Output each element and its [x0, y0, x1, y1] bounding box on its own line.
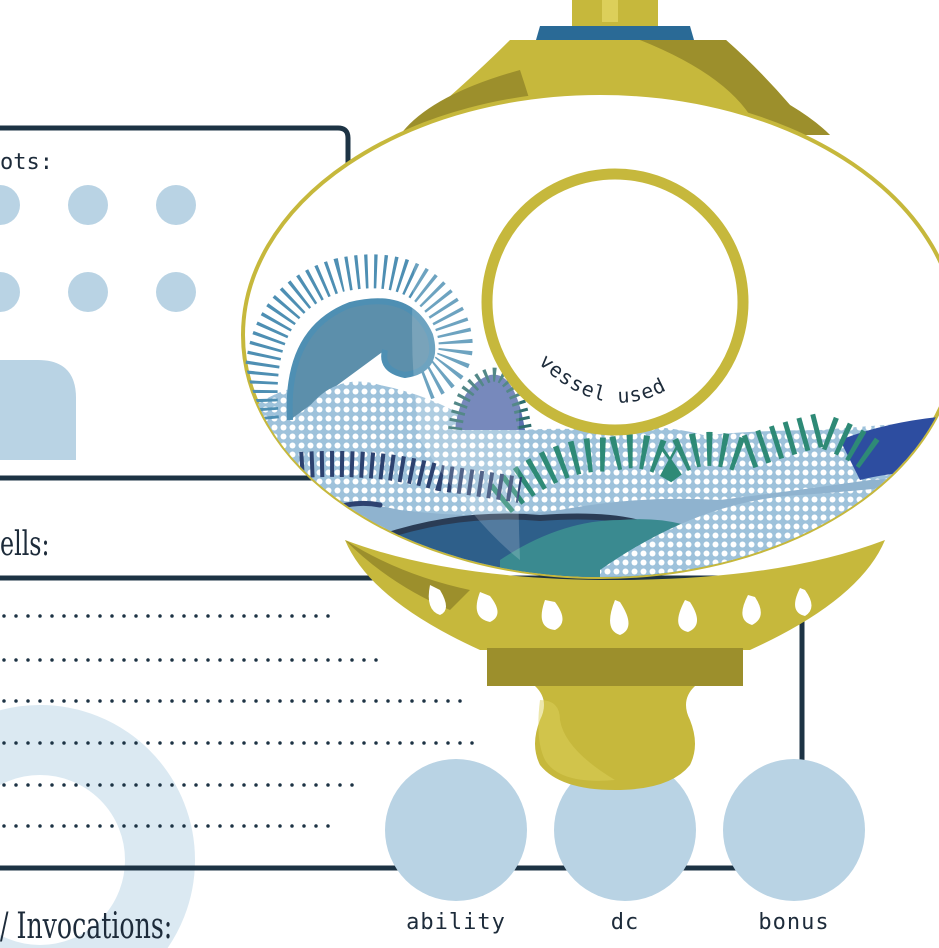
ability-circle — [385, 759, 527, 901]
dc-label: dc — [610, 910, 640, 935]
ability-label: ability — [406, 910, 506, 935]
invocations-label: / Invocations: — [0, 906, 173, 947]
slot-dot — [156, 185, 196, 225]
bonus-label: bonus — [758, 910, 830, 935]
spell-slots-label: ots: — [0, 150, 53, 175]
slot-dot — [68, 272, 108, 312]
slot-dot — [156, 272, 196, 312]
vessel-used-label: vessel used — [534, 349, 669, 408]
decorative-ring — [0, 705, 195, 948]
spells-label: ells: — [0, 524, 50, 564]
slot-dot — [0, 272, 20, 312]
slot-level-box — [0, 360, 76, 460]
vessel-ring — [481, 168, 749, 436]
spell-slots-panel — [0, 125, 351, 481]
slot-dot — [68, 185, 108, 225]
slot-dot — [0, 185, 20, 225]
bonus-circle — [723, 759, 865, 901]
dc-circle — [554, 759, 696, 901]
spell-lines — [2, 614, 478, 828]
